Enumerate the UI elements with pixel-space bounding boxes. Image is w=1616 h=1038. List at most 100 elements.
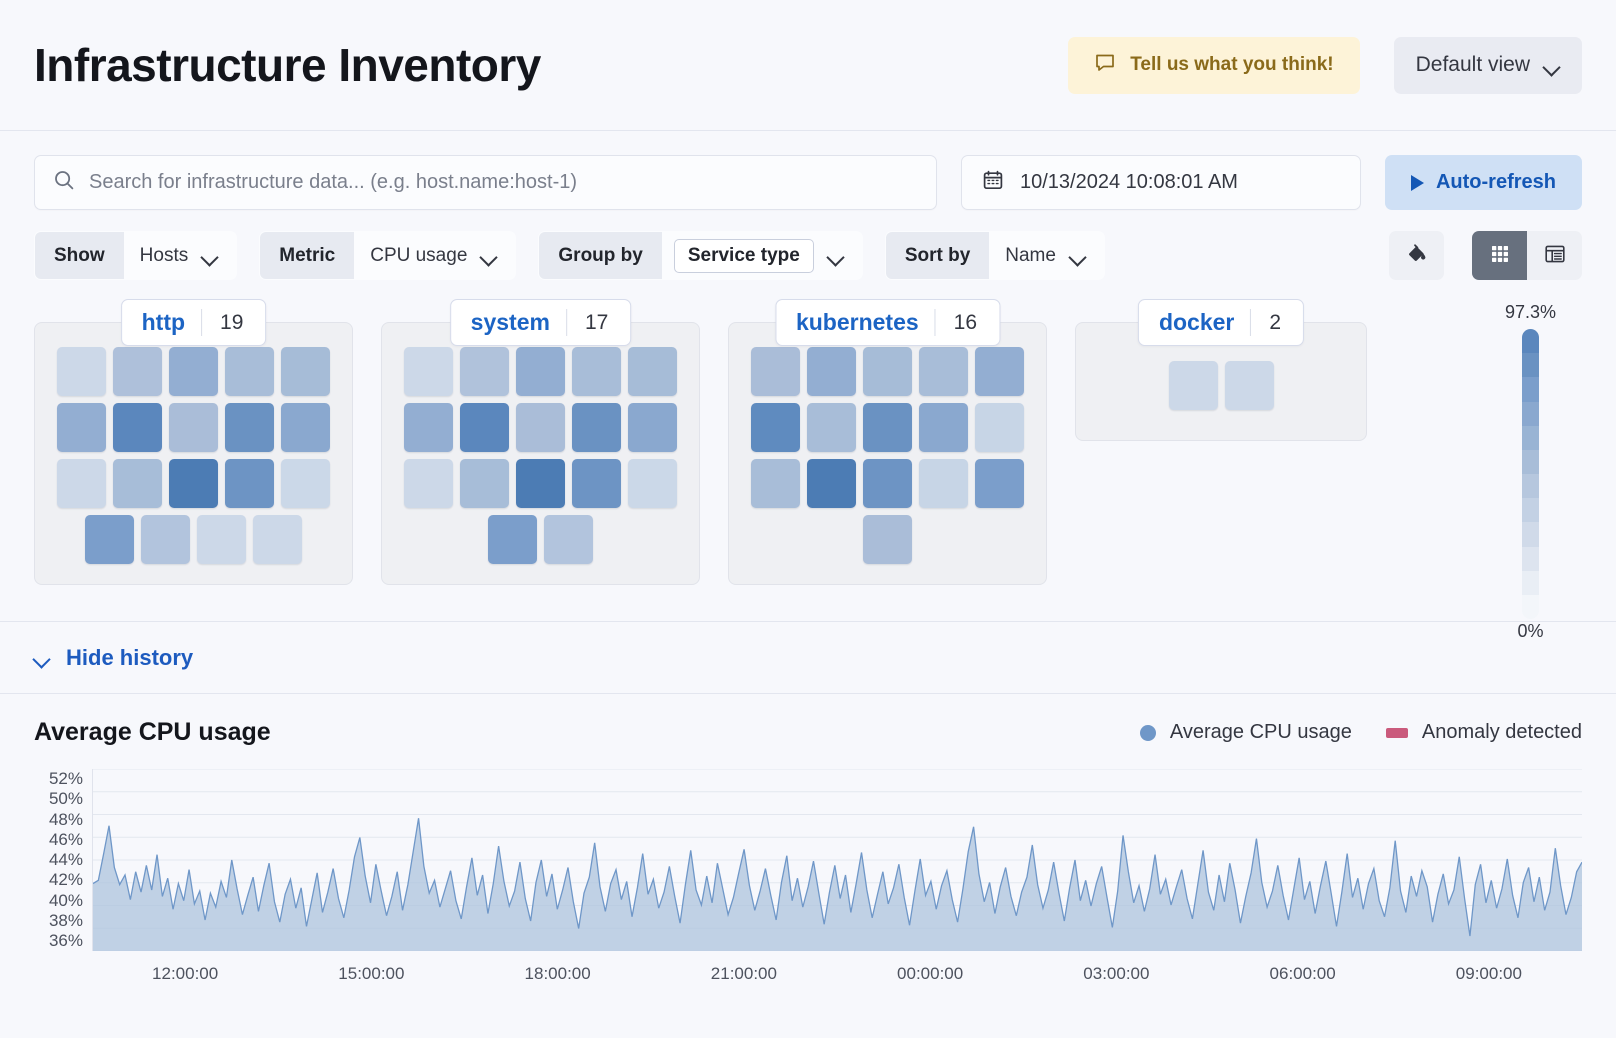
filter-sort-by-value[interactable]: Name <box>989 232 1104 279</box>
host-cell[interactable] <box>197 515 246 564</box>
host-cell[interactable] <box>863 459 912 508</box>
host-cell[interactable] <box>113 459 162 508</box>
host-cell[interactable] <box>404 403 453 452</box>
host-cell[interactable] <box>919 347 968 396</box>
host-cell[interactable] <box>141 515 190 564</box>
divider <box>1250 309 1252 336</box>
host-cell[interactable] <box>751 459 800 508</box>
host-cell[interactable] <box>751 347 800 396</box>
search-field[interactable] <box>34 155 937 210</box>
host-cell[interactable] <box>460 403 509 452</box>
feedback-button[interactable]: Tell us what you think! <box>1068 36 1360 94</box>
color-scale-legend: 97.3% 0% <box>1505 302 1556 642</box>
legend-item-average-cpu-usage[interactable]: Average CPU usage <box>1139 721 1352 744</box>
host-cell[interactable] <box>516 459 565 508</box>
palette-button[interactable] <box>1389 231 1444 280</box>
host-cell[interactable] <box>516 403 565 452</box>
search-input[interactable] <box>89 171 918 194</box>
group-badge-docker[interactable]: docker 2 <box>1137 299 1305 346</box>
host-cell[interactable] <box>628 459 677 508</box>
host-cell[interactable] <box>281 347 330 396</box>
chart-body: 52%50%48%46%44%42%40%38%36% <box>34 769 1582 951</box>
host-cell[interactable] <box>572 459 621 508</box>
host-cell[interactable] <box>919 459 968 508</box>
host-cell[interactable] <box>281 403 330 452</box>
host-cell[interactable] <box>572 347 621 396</box>
waffle-row <box>57 459 330 508</box>
host-cell[interactable] <box>975 403 1024 452</box>
host-cell[interactable] <box>113 347 162 396</box>
filter-show-value[interactable]: Hosts <box>123 232 237 279</box>
host-cell[interactable] <box>460 347 509 396</box>
host-cell[interactable] <box>57 347 106 396</box>
host-cell[interactable] <box>807 347 856 396</box>
legend-step <box>1521 474 1539 499</box>
host-cell[interactable] <box>281 459 330 508</box>
hide-history-button[interactable]: Hide history <box>34 645 193 671</box>
host-cell[interactable] <box>169 459 218 508</box>
host-cell[interactable] <box>1224 361 1274 410</box>
waffle-row <box>751 459 1024 508</box>
group-panel-system <box>381 322 700 585</box>
host-cell[interactable] <box>628 347 677 396</box>
default-view-button[interactable]: Default view <box>1393 36 1582 94</box>
host-cell[interactable] <box>572 403 621 452</box>
host-cell[interactable] <box>404 347 453 396</box>
filter-metric-value[interactable]: CPU usage <box>354 232 516 279</box>
host-cell[interactable] <box>863 515 912 564</box>
group-name[interactable]: http <box>141 309 186 335</box>
host-cell[interactable] <box>807 403 856 452</box>
host-cell[interactable] <box>975 347 1024 396</box>
filter-group-by[interactable]: Group by Service type <box>538 231 863 280</box>
auto-refresh-button[interactable]: Auto-refresh <box>1385 155 1582 210</box>
host-cell[interactable] <box>225 347 274 396</box>
filter-sort-by[interactable]: Sort by Name <box>884 231 1105 280</box>
host-cell[interactable] <box>225 459 274 508</box>
host-cell[interactable] <box>460 459 509 508</box>
table-view-button[interactable] <box>1527 231 1582 280</box>
legend-step <box>1521 401 1539 426</box>
host-cell[interactable] <box>516 347 565 396</box>
host-cell[interactable] <box>113 403 162 452</box>
chart-header: Average CPU usage Average CPU usage Anom… <box>34 718 1582 747</box>
x-tick-label: 06:00:00 <box>1269 964 1336 983</box>
group-name[interactable]: docker <box>1158 309 1235 335</box>
host-cell[interactable] <box>751 403 800 452</box>
waffle-row <box>404 403 677 452</box>
host-cell[interactable] <box>628 403 677 452</box>
filter-metric[interactable]: Metric CPU usage <box>259 231 517 280</box>
host-cell[interactable] <box>488 515 537 564</box>
host-cell[interactable] <box>919 403 968 452</box>
host-cell[interactable] <box>975 459 1024 508</box>
host-cell[interactable] <box>225 403 274 452</box>
host-cell[interactable] <box>57 403 106 452</box>
group-name[interactable]: kubernetes <box>795 309 919 335</box>
waffle-row <box>57 403 330 452</box>
group-count: 2 <box>1269 310 1282 334</box>
filter-show[interactable]: Show Hosts <box>34 231 238 280</box>
host-cell[interactable] <box>404 459 453 508</box>
filter-group-by-value[interactable]: Service type <box>661 232 862 279</box>
chevron-down-icon <box>828 251 844 260</box>
filter-show-label: Show <box>35 232 124 279</box>
host-cell[interactable] <box>169 347 218 396</box>
host-cell[interactable] <box>863 347 912 396</box>
host-cell[interactable] <box>169 403 218 452</box>
grid-view-button[interactable] <box>1472 231 1527 280</box>
date-picker[interactable]: 10/13/2024 10:08:01 AM <box>961 155 1361 210</box>
host-cell[interactable] <box>863 403 912 452</box>
group-name[interactable]: system <box>470 309 550 335</box>
chart-title: Average CPU usage <box>34 718 271 746</box>
legend-item-anomaly-detected[interactable]: Anomaly detected <box>1385 721 1582 744</box>
host-cell[interactable] <box>1168 361 1218 410</box>
host-cell[interactable] <box>544 515 593 564</box>
chart-plot-area[interactable] <box>92 769 1582 951</box>
host-cell[interactable] <box>57 459 106 508</box>
host-cell[interactable] <box>807 459 856 508</box>
host-cell[interactable] <box>85 515 134 564</box>
host-cell[interactable] <box>253 515 302 564</box>
